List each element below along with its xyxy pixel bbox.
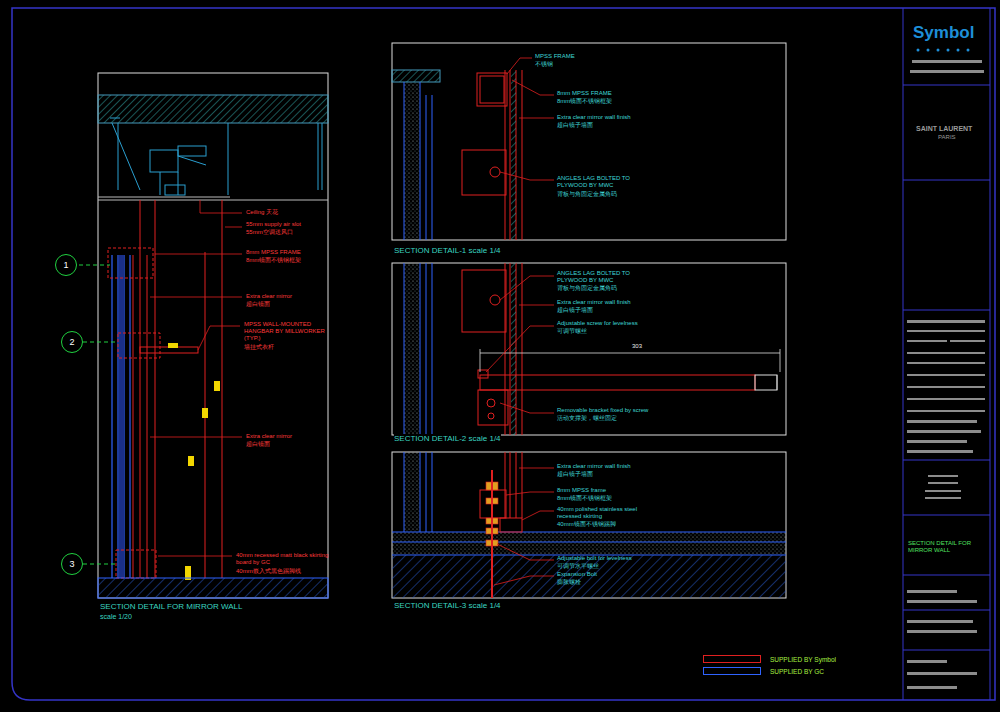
callout-text: 8mm MPSS frame: [557, 487, 606, 494]
section-title: SECTION DETAIL-2 scale 1/4: [394, 434, 501, 444]
callout-number: 3: [69, 559, 74, 569]
callout-number: 1: [63, 260, 68, 270]
callout-text: 40mm镜面不锈钢踢脚: [557, 521, 616, 528]
callout-number: 2: [69, 337, 74, 347]
callout-text: 墙挂式衣杆: [244, 344, 274, 351]
callout-text: 8mm MPSS FRAME: [557, 90, 612, 97]
callout-text: Expansion Bolt: [557, 571, 597, 578]
callout-text: 8mm镜面不锈钢框架: [246, 257, 301, 264]
callout-text: 背板与角固定金属角码: [557, 191, 617, 198]
client-name: PARIS: [938, 134, 956, 141]
callout-text: ANGLES LAG BOLTED TO PLYWOOD BY MWC: [557, 175, 637, 189]
section-title: SECTION DETAIL-3 scale 1/4: [394, 601, 501, 611]
client-name: SAINT LAURENT: [916, 125, 972, 133]
callout-text: 40mm polished stainless steel recessed s…: [557, 506, 657, 520]
callout-text: Ceiling 天花: [246, 209, 278, 216]
callout-text: Adjustable bolt for levelness: [557, 555, 632, 562]
callout-text: 背板与角固定金属角码: [557, 285, 617, 292]
section-title: SECTION DETAIL-1 scale 1/4: [394, 246, 501, 256]
callout-text: 8mm MPSS FRAME: [246, 249, 301, 256]
callout-text: 55mm空调送风口: [246, 229, 293, 236]
callout-text: 8mm镜面不锈钢框架: [557, 495, 612, 502]
callout-text: 超白镜面: [246, 301, 270, 308]
callout-text: 55mm supply air slot: [246, 221, 301, 228]
callout-text: 40mm嵌入式黑色踢脚线: [236, 568, 301, 575]
legend-text: SUPPLIED BY GC: [770, 668, 824, 676]
callout-circle: 1: [55, 254, 77, 276]
legend-swatch: [703, 655, 761, 663]
section-scale: scale 1/20: [100, 613, 132, 621]
legend-text: SUPPLIED BY Symbol: [770, 656, 836, 664]
callout-text: 不锈钢: [535, 61, 553, 68]
callout-circle: 3: [61, 553, 83, 575]
callout-text: MPSS FRAME: [535, 53, 575, 60]
callout-text: 活动支撑架，螺丝固定: [557, 415, 617, 422]
callout-text: 可调节水平螺丝: [557, 563, 599, 570]
callout-text: 40mm recessed matt black skirting board …: [236, 552, 332, 566]
callout-text: MPSS WALL-MOUNTED HANGBAR BY MILLWORKER …: [244, 321, 328, 343]
callout-text: 8mm镜面不锈钢框架: [557, 98, 612, 105]
callout-text: Extra clear mirror: [246, 433, 292, 440]
callout-text: Removable bracket fixed by screw: [557, 407, 648, 414]
callout-text: 超白镜面: [246, 441, 270, 448]
company-logo: Symbol: [913, 23, 974, 43]
callout-text: 可调节螺丝: [557, 328, 587, 335]
callout-text: Adjustable screw for levelness: [557, 320, 638, 327]
dimension: 303: [632, 343, 642, 350]
callout-text: 膨胀螺栓: [557, 579, 581, 586]
drawing-title: SECTION DETAIL FOR MIRROR WALL: [908, 540, 986, 554]
callout-text: Extra clear mirror wall finish: [557, 299, 631, 306]
callout-text: Extra clear mirror wall finish: [557, 114, 631, 121]
callout-text: ANGLES LAG BOLTED TO PLYWOOD BY MWC: [557, 270, 637, 284]
callout-text: 超白镜子墙面: [557, 307, 593, 314]
section-title: SECTION DETAIL FOR MIRROR WALL: [100, 602, 242, 612]
callout-text: Extra clear mirror: [246, 293, 292, 300]
callout-text: 超白镜子墙面: [557, 122, 593, 129]
callout-text: Extra clear mirror wall finish: [557, 463, 631, 470]
callout-circle: 2: [61, 331, 83, 353]
callout-text: 超白镜子墙面: [557, 471, 593, 478]
legend-swatch: [703, 667, 761, 675]
